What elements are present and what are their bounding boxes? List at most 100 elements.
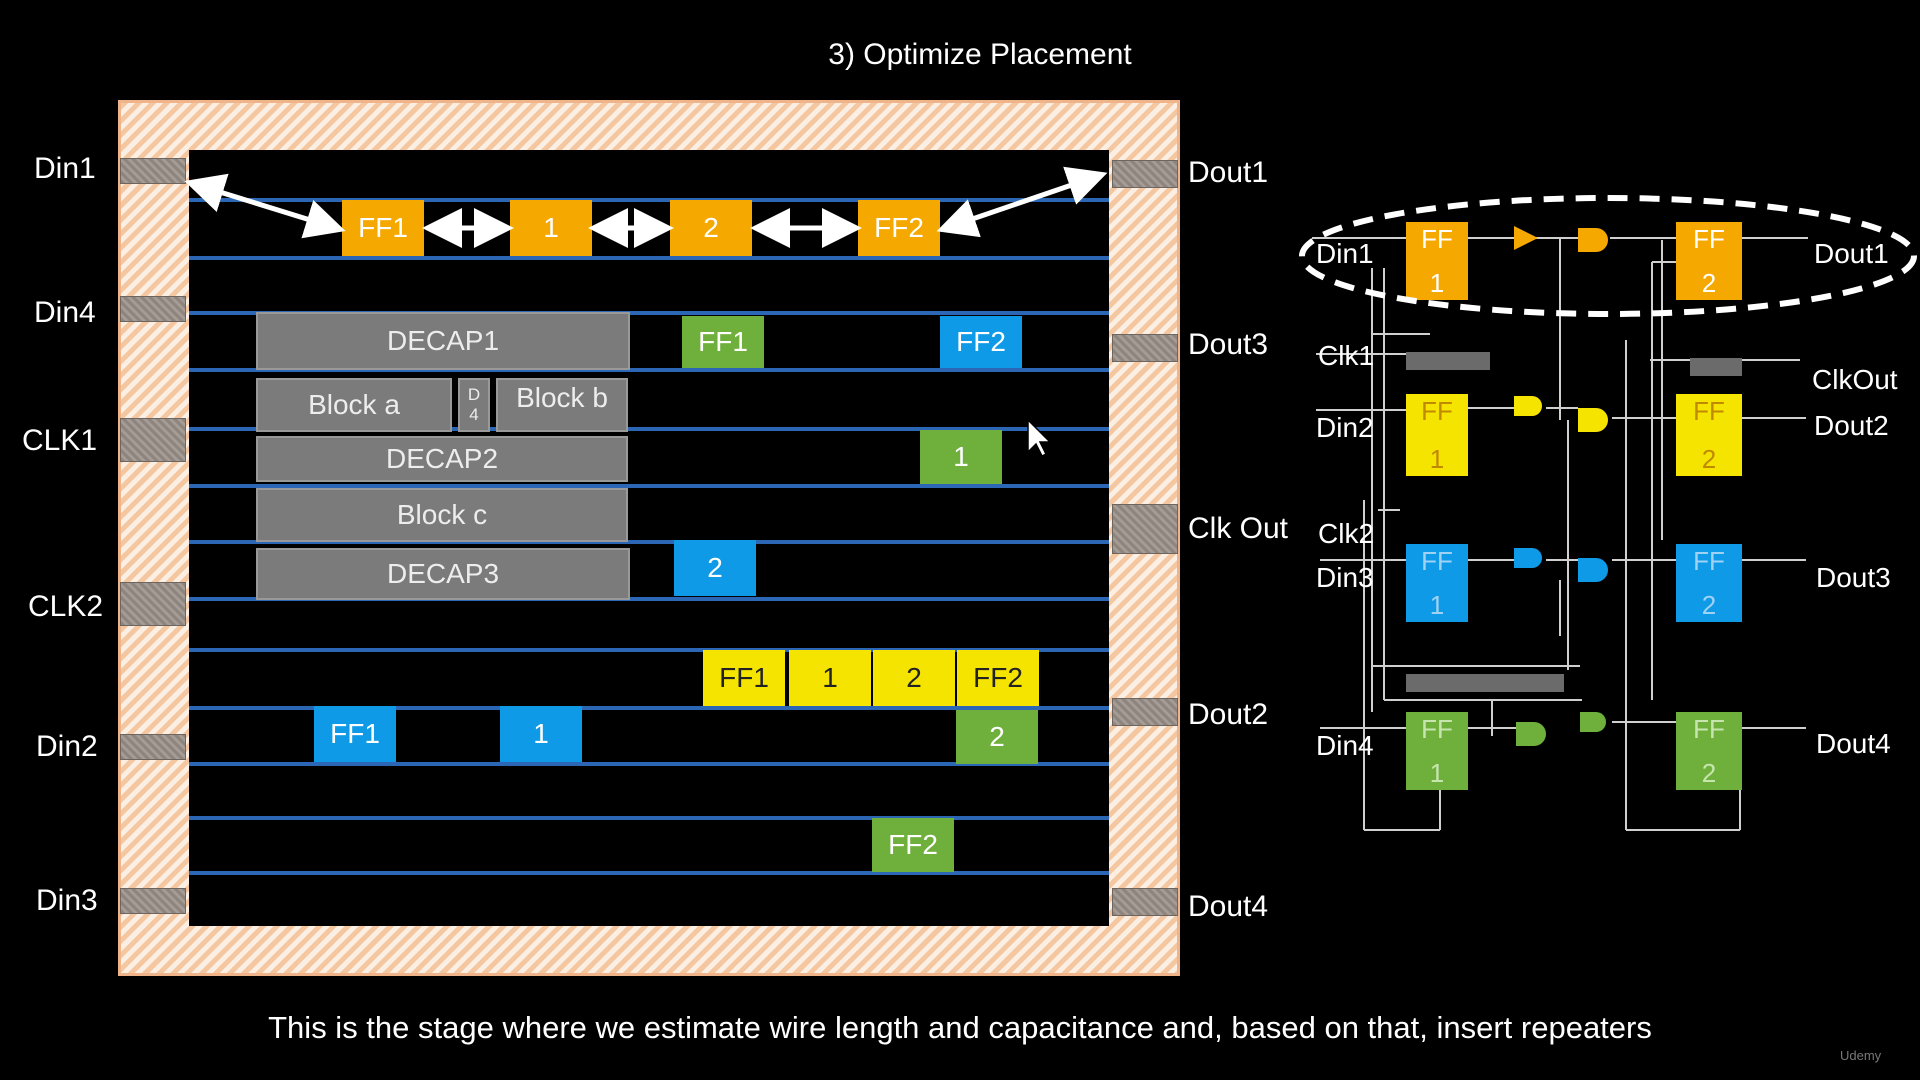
arrow-din1-ff1 [184,173,346,239]
placement-row [189,597,1109,601]
io-pad-clk1 [120,418,186,462]
pin-label-dout1: Dout1 [1188,156,1269,189]
yellow-buf1-cell: 1 [789,650,871,706]
pin-label-dout4: Dout4 [1188,890,1269,923]
schematic-label-din1: Din1 [1316,238,1374,269]
d4-top-label: D [467,385,481,404]
orange-buf1-cell: 1 [510,200,592,256]
placement-row [189,816,1109,820]
arrow-ff2-dout1 [936,166,1108,238]
schematic-label-din2: Din2 [1316,412,1374,443]
slide-title: 3) Optimize Placement [828,38,1132,71]
io-pad-dout4 [1112,888,1178,916]
pin-label-din1: Din1 [34,152,96,185]
placement-row [189,762,1109,766]
yellow-buf2-cell: 2 [873,650,955,706]
io-pad-din4 [120,296,186,322]
pin-label-din2: Din2 [36,730,98,763]
yellow-ff1-cell: FF1 [703,650,785,706]
highlight-ellipse [1299,195,1917,317]
schematic-buffer [1406,352,1490,370]
schematic-label-clkout: ClkOut [1812,364,1898,395]
mouse-cursor-icon [1027,418,1052,458]
placement-row [189,427,1109,431]
blue-and-gate-icon [1578,558,1608,582]
schematic-buffer [1690,358,1742,376]
schematic-label-dout1: Dout1 [1814,238,1889,269]
udemy-watermark: Udemy [1840,1048,1882,1063]
decap1-block: DECAP1 [256,312,630,370]
io-pad-din1 [120,158,186,184]
pin-label-din3: Din3 [36,884,98,917]
schematic-label-din4: Din4 [1316,730,1374,761]
pin-label-dout3: Dout3 [1188,328,1269,361]
placement-row [189,256,1109,260]
pin-label-clk1: CLK1 [22,424,98,457]
placement-row [189,540,1109,544]
schematic-label-clk2: Clk2 [1318,518,1375,549]
io-pad-din3 [120,888,186,914]
placement-row [189,706,1109,710]
schematic-yellow-ff1 [1406,394,1468,476]
io-pad-dout1 [1112,160,1178,188]
io-pad-clkout [1112,504,1178,554]
pin-label-clkout: Clk Out [1188,512,1289,545]
decap2-block: DECAP2 [256,436,628,482]
placement-row [189,871,1109,875]
orange-ff2-cell: FF2 [858,200,940,256]
schematic-label-din3: Din3 [1316,562,1374,593]
orange-ff1-cell: FF1 [342,200,424,256]
blue-ff2-cell: FF2 [940,316,1022,368]
green-and-gate-icon [1516,722,1546,746]
block-a: Block a [256,378,452,432]
placement-row [189,198,1109,202]
blue-buf1-cell: 1 [500,706,582,762]
schematic-green-ff2 [1676,712,1742,790]
green-and-gate-icon [1580,712,1606,732]
schematic-orange-ff2 [1676,222,1742,300]
schematic-blue-ff2 [1676,544,1742,622]
yellow-and-gate-icon [1514,396,1542,416]
placement-row [189,648,1109,652]
green-ff2-cell: FF2 [872,818,954,872]
schematic-label-dout3: Dout3 [1816,562,1891,593]
pin-label-dout2: Dout2 [1188,698,1269,731]
green-ff1-cell: FF1 [682,316,764,368]
decap3-block: DECAP3 [256,548,630,600]
slide-caption: This is the stage where we estimate wire… [268,1010,1652,1045]
yellow-ff2-cell: FF2 [957,650,1039,706]
orange-and-gate-icon [1578,228,1608,252]
placement-row [189,368,1109,372]
pin-label-clk2: CLK2 [28,590,104,623]
blue-ff1-cell: FF1 [314,706,396,762]
schematic-label-dout4: Dout4 [1816,728,1891,759]
schematic-buffer [1406,674,1564,692]
green-buf2-cell: 2 [956,710,1038,764]
yellow-and-gate-icon [1578,408,1608,432]
orange-buf2-cell: 2 [670,200,752,256]
d4-block: D 4 [458,378,490,432]
schematic-label-clk1: Clk1 [1318,340,1375,371]
blue-buf2-cell: 2 [674,540,756,596]
schematic-label-dout2: Dout2 [1814,410,1889,441]
placement-row [189,484,1109,488]
d4-bottom-label: 4 [469,405,479,424]
io-pad-dout3 [1112,334,1178,362]
block-c: Block c [256,488,628,542]
schematic-green-ff1 [1406,712,1468,790]
schematic-blue-ff1 [1406,544,1468,622]
schematic-yellow-ff2 [1676,394,1742,476]
pin-label-din4: Din4 [34,296,96,329]
schematic-orange-ff1 [1406,222,1468,300]
io-pad-din2 [120,734,186,760]
block-b: Block b [496,378,628,432]
